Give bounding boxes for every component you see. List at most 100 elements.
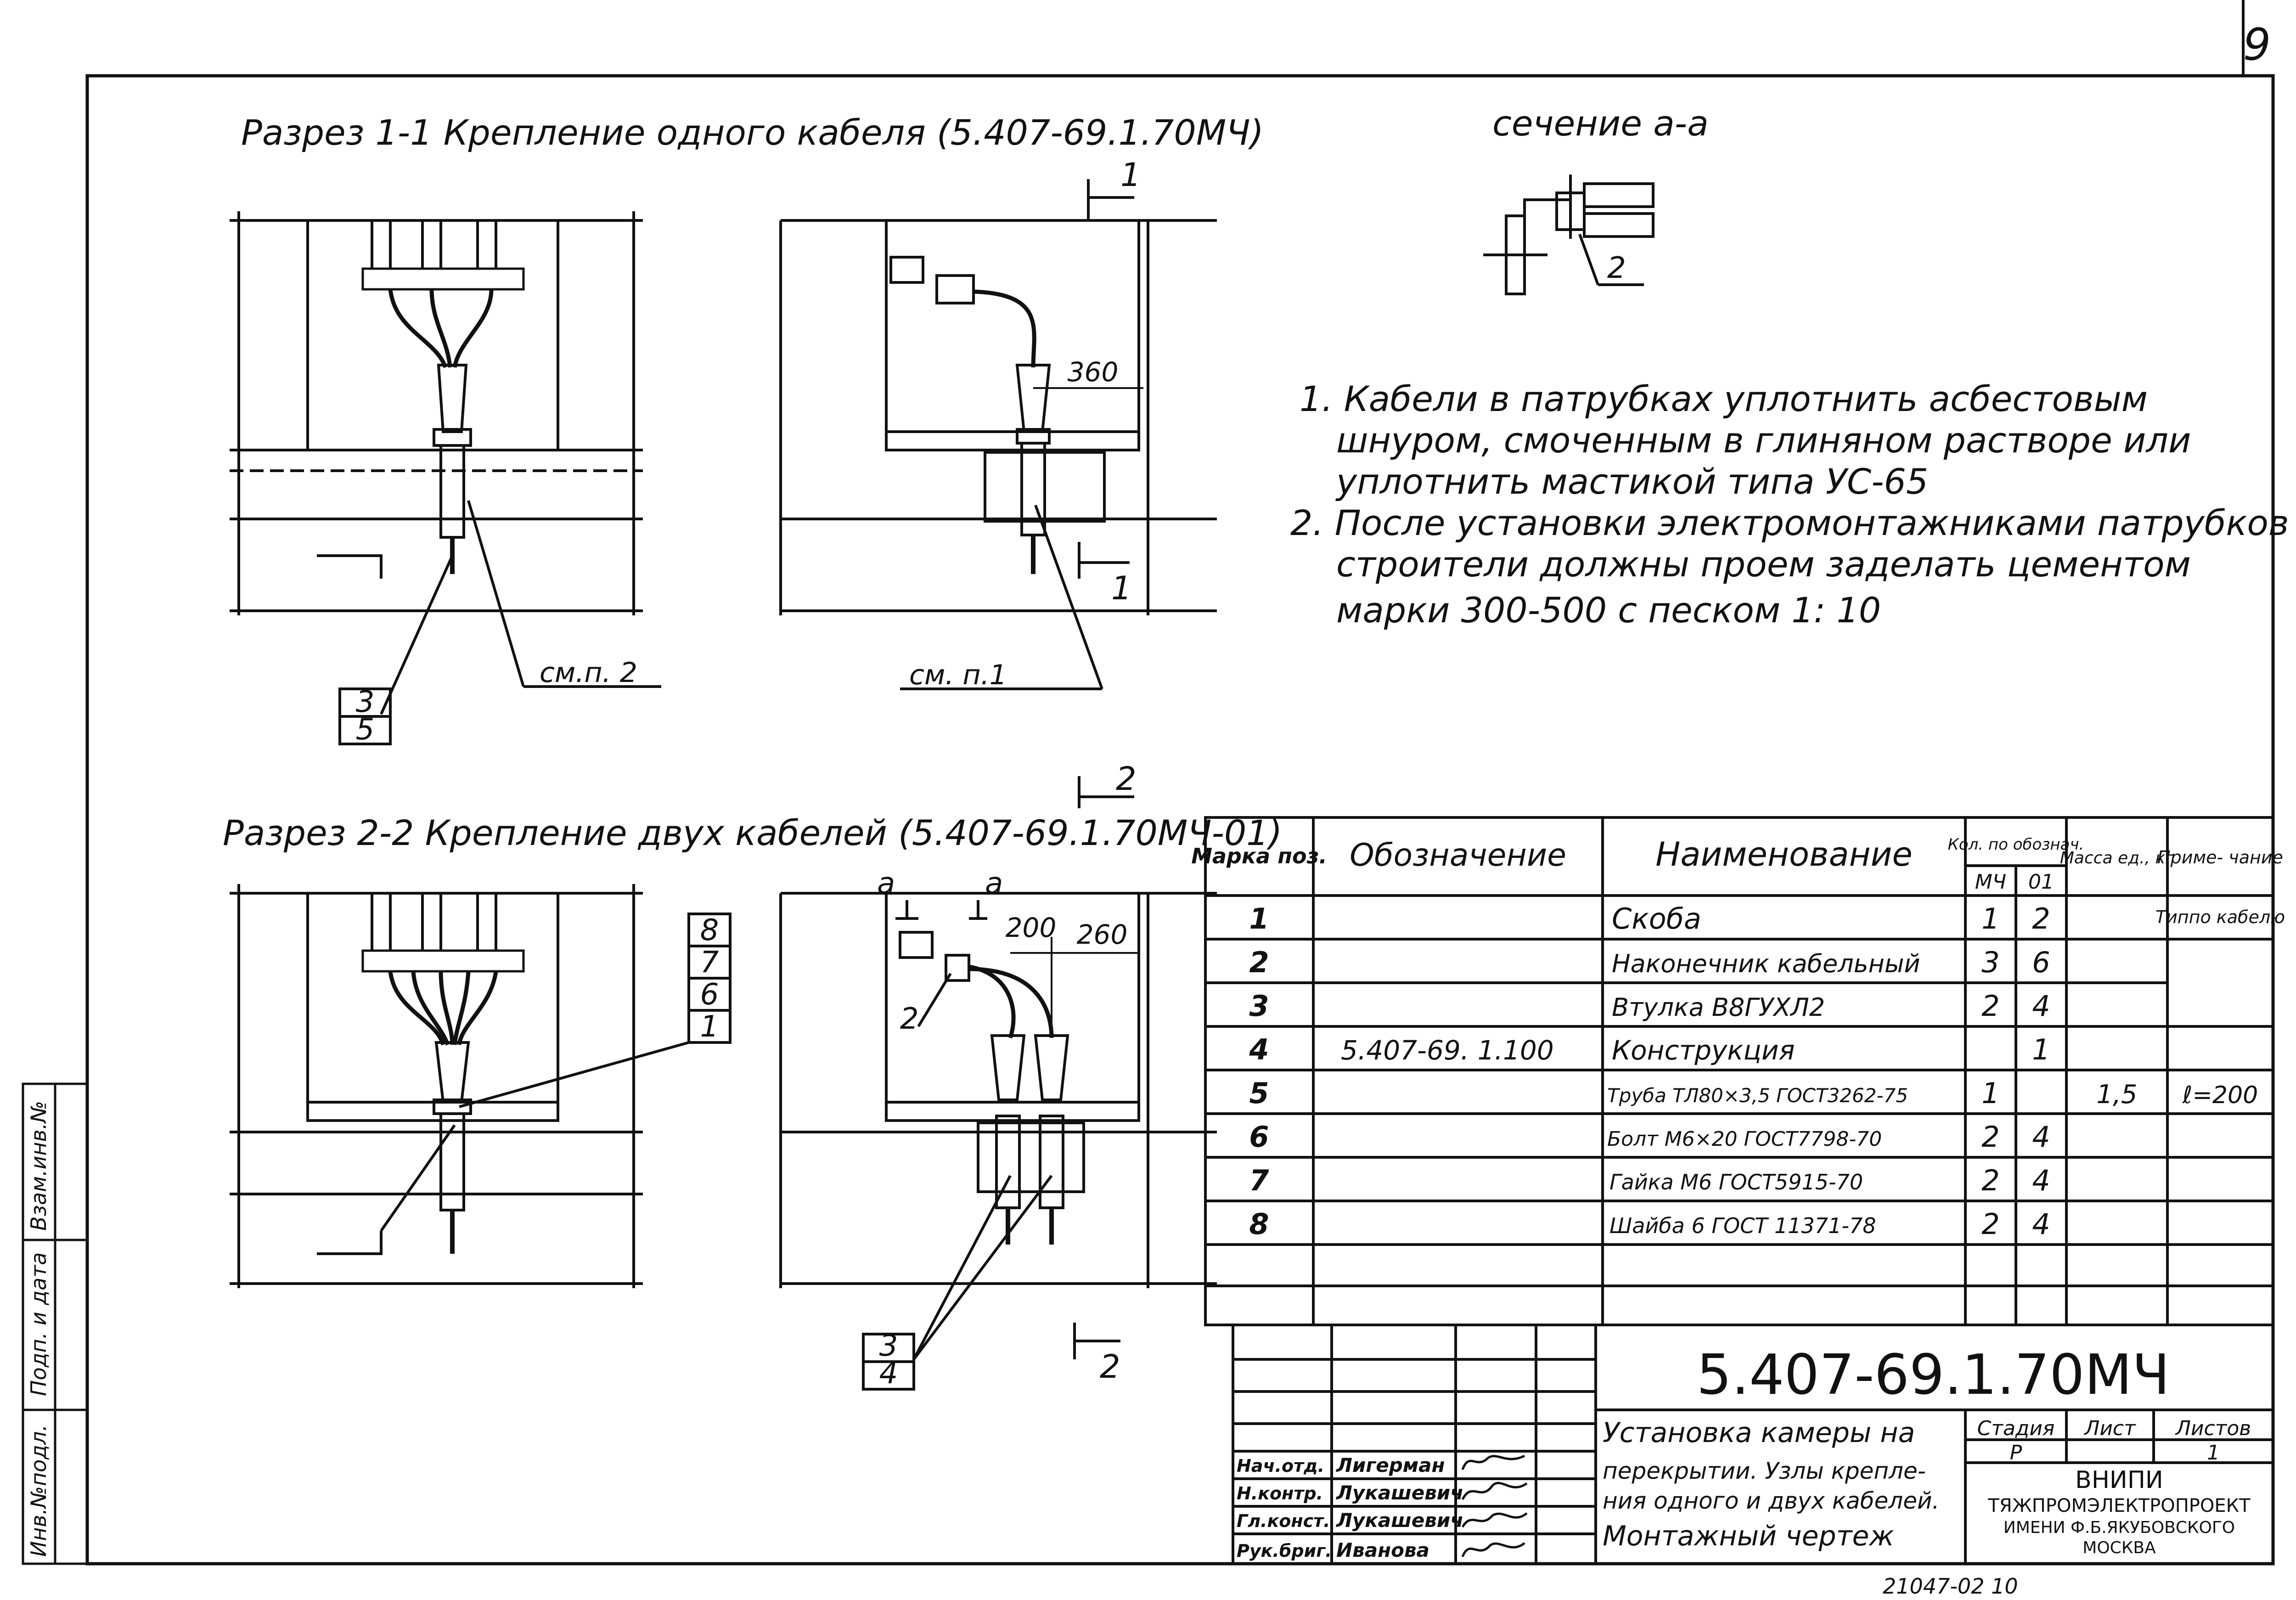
side-field-podp-data: Подп. и дата bbox=[26, 1252, 51, 1396]
row-6-mch: 2 bbox=[1981, 1120, 1999, 1154]
row-6-pos: 6 bbox=[1249, 1120, 1269, 1154]
row-4-pos: 4 bbox=[1249, 1033, 1269, 1066]
section-1-title: Разрез 1-1 Крепление одного кабеля (5.40… bbox=[241, 112, 1264, 153]
row-2-01: 6 bbox=[2032, 946, 2050, 979]
stage-header: Стадия bbox=[1977, 1417, 2055, 1440]
row-1-name: Скоба bbox=[1612, 902, 1701, 935]
callout-7: 7 bbox=[700, 946, 719, 980]
section-aa-callout: 2 bbox=[1607, 251, 1626, 285]
callout-6: 6 bbox=[700, 978, 719, 1012]
header-qty: Кол. по обознач. bbox=[1948, 835, 2084, 854]
row-7-01: 4 bbox=[2032, 1164, 2050, 1197]
sheet-header: Лист bbox=[2083, 1417, 2136, 1440]
callout-1: 1 bbox=[700, 1010, 719, 1044]
row-3-mch: 2 bbox=[1981, 989, 1999, 1023]
org-line-1: ВНИПИ bbox=[2075, 1466, 2163, 1494]
row-7-name: Гайка М6 ГОСТ5915-70 bbox=[1609, 1170, 1863, 1194]
section-1-right-view bbox=[779, 179, 1217, 690]
header-qty-01: 01 bbox=[2028, 870, 2054, 894]
note-line-1: 1. Кабели в патрубках уплотнить асбестов… bbox=[1300, 378, 2148, 419]
section-aa-view bbox=[1483, 175, 1654, 295]
note-line-4: 2. После установки электромонтажниками п… bbox=[1290, 502, 2289, 543]
row-4-name: Конструкция bbox=[1612, 1035, 1795, 1066]
row-3-name: Втулка В8ГУХЛ2 bbox=[1612, 993, 1825, 1022]
row-6-01: 4 bbox=[2032, 1120, 2050, 1154]
notes: 1. Кабели в патрубках уплотнить асбестов… bbox=[1290, 378, 2289, 631]
sheets-value: 1 bbox=[2207, 1441, 2220, 1465]
row-5-name: Труба ТЛ80×3,5 ГОСТ3262-75 bbox=[1607, 1084, 1908, 1107]
row-1-01: 2 bbox=[2032, 902, 2050, 935]
dim-360: 360 bbox=[1068, 356, 1119, 388]
cut-mark-1-top: 1 bbox=[1120, 156, 1141, 194]
spec-table-grid bbox=[1204, 816, 2274, 1326]
callout-4-view2: 4 bbox=[879, 1357, 898, 1391]
title-block-grid bbox=[1232, 1324, 2274, 1565]
note-line-6: марки 300-500 с песком 1: 10 bbox=[1336, 590, 1881, 631]
row-7-mch: 2 bbox=[1981, 1164, 1999, 1197]
dim-200: 200 bbox=[1006, 912, 1057, 943]
header-designation: Обозначение bbox=[1350, 837, 1566, 873]
staff-role-3: Гл.конст. bbox=[1237, 1511, 1330, 1531]
cut-mark-2-top: 2 bbox=[1116, 760, 1137, 798]
side-field-inv-podl: Инв.№подл. bbox=[26, 1425, 51, 1557]
row-5-note: ℓ=200 bbox=[2182, 1082, 2258, 1109]
row-5-pos: 5 bbox=[1249, 1076, 1269, 1110]
row-8-mch: 2 bbox=[1981, 1207, 1999, 1241]
row-5-mch: 1 bbox=[1981, 1076, 1999, 1110]
row-1-note: Типпо кабелю bbox=[2155, 907, 2285, 927]
signatures bbox=[1461, 1454, 1528, 1557]
row-1-pos: 1 bbox=[1249, 902, 1269, 935]
section-aa-title: сечение а-а bbox=[1492, 103, 1709, 144]
title-desc-4: Монтажный чертеж bbox=[1603, 1520, 1894, 1552]
section-2-left-view bbox=[230, 884, 732, 1288]
side-field-vzam-inv: Взам.инв.№ bbox=[26, 1101, 51, 1231]
header-note: Приме- чание bbox=[2157, 847, 2283, 868]
callout-5: 5 bbox=[356, 713, 375, 747]
title-desc-1: Установка камеры на bbox=[1603, 1417, 1915, 1449]
section-1-left-view bbox=[230, 211, 661, 745]
row-5-mass: 1,5 bbox=[2096, 1080, 2137, 1110]
note-line-5: строители должны проем заделать цементом bbox=[1336, 544, 2191, 585]
staff-name-4: Иванова bbox=[1336, 1539, 1429, 1561]
row-8-pos: 8 bbox=[1249, 1207, 1269, 1241]
note-line-3: уплотнить мастикой типа УС-65 bbox=[1335, 461, 1928, 502]
callout-3: 3 bbox=[356, 685, 375, 719]
row-2-pos: 2 bbox=[1249, 946, 1269, 979]
row-1-mch: 1 bbox=[1981, 902, 1999, 935]
header-mark: Марка поз. bbox=[1191, 844, 1327, 868]
title-desc-2: перекрытии. Узлы крепле- bbox=[1603, 1458, 1926, 1484]
staff-role-1: Нач.отд. bbox=[1237, 1456, 1324, 1476]
row-2-mch: 3 bbox=[1981, 946, 1999, 979]
staff-role-4: Рук.бриг. bbox=[1237, 1541, 1332, 1561]
sheets-header: Листов bbox=[2175, 1417, 2251, 1440]
staff-name-3: Лукашевич bbox=[1335, 1509, 1463, 1532]
sheet-frame bbox=[85, 0, 2275, 1566]
org-line-2: ТЯЖПРОМЭЛЕКТРОПРОЕКТ bbox=[1987, 1495, 2251, 1516]
cut-mark-1-bottom: 1 bbox=[1111, 569, 1132, 607]
header-mass: Масса ед., кг bbox=[2060, 849, 2174, 868]
row-8-name: Шайба 6 ГОСТ 11371-78 bbox=[1609, 1213, 1876, 1238]
row-2-name: Наконечник кабельный bbox=[1612, 949, 1920, 978]
row-4-01: 1 bbox=[2032, 1033, 2050, 1066]
ref-see-p2: см.п. 2 bbox=[540, 657, 637, 689]
row-3-pos: 3 bbox=[1249, 989, 1269, 1023]
mark-a-left: а bbox=[877, 867, 895, 901]
header-name: Наименование bbox=[1655, 835, 1913, 873]
title-desc-3: ния одного и двух кабелей. bbox=[1603, 1487, 1939, 1514]
header-qty-mch: МЧ bbox=[1975, 870, 2006, 894]
doc-code: 5.407-69.1.70МЧ bbox=[1697, 1343, 2170, 1407]
dim-260: 260 bbox=[1077, 919, 1128, 950]
row-8-01: 4 bbox=[2032, 1207, 2050, 1241]
bottom-code: 21047-02 10 bbox=[1883, 1574, 2018, 1599]
spec-table-header: Марка поз. Обозначение Наименование Кол.… bbox=[1191, 835, 2283, 894]
ref-see-p1: см. п.1 bbox=[909, 659, 1007, 691]
staff-name-2: Лукашевич bbox=[1335, 1482, 1463, 1504]
row-7-pos: 7 bbox=[1249, 1164, 1269, 1197]
callout-3-view2: 3 bbox=[879, 1329, 898, 1363]
page-number: 9 bbox=[2243, 20, 2271, 70]
section-2-right-view bbox=[779, 776, 1217, 1391]
staff-name-1: Лигерман bbox=[1335, 1454, 1445, 1476]
org-line-4: МОСКВА bbox=[2082, 1538, 2156, 1557]
side-stamp bbox=[22, 1082, 89, 1565]
